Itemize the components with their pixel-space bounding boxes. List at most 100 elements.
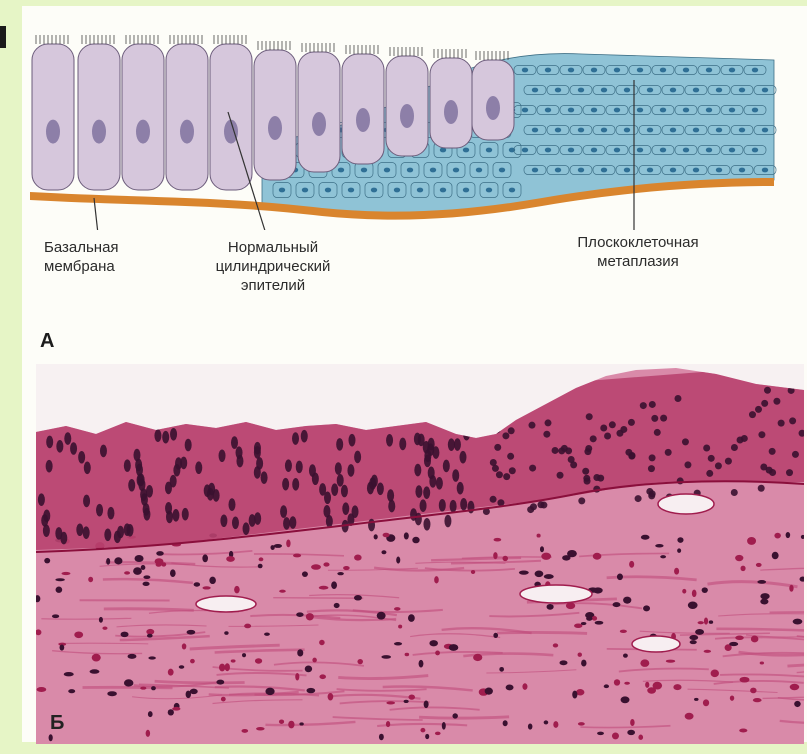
epithelial-nucleus [100,445,107,458]
stroma-cell-nucleus [435,650,440,655]
stroma-cell-nucleus [179,665,185,669]
epithelial-nucleus [773,398,780,405]
stroma-cell-nucleus [794,701,800,707]
epithelial-nucleus [107,507,114,520]
squamous-cell-nucleus [670,168,676,173]
stroma-cell-nucleus [274,544,282,548]
stroma-cell-nucleus [578,722,585,726]
epithelial-nucleus [399,438,406,451]
epithelial-nucleus [319,483,326,496]
stroma-cell-nucleus [641,535,650,540]
epithelial-nucleus [703,444,710,451]
stroma-cell-nucleus [328,693,334,701]
stroma-cell-nucleus [704,650,711,653]
stroma-cell-nucleus [44,558,50,564]
stroma-cell-nucleus [404,700,409,703]
epithelial-nucleus [301,430,308,443]
stroma-cell-nucleus [741,566,746,572]
squamous-cell-nucleus [486,148,492,153]
stroma-cell-nucleus [60,645,65,651]
epithelial-nucleus [289,516,296,529]
stroma-cell-nucleus [133,567,142,575]
vessel-lumen [196,596,256,612]
squamous-cell-nucleus [729,148,735,153]
stroma-cell-nucleus [689,635,698,640]
epithelial-nucleus [46,460,53,473]
epithelial-nucleus [415,485,422,498]
squamous-cell-nucleus [463,148,469,153]
epithelial-nucleus [660,415,667,422]
epithelial-nucleus [537,501,544,508]
epithelial-nucleus [731,444,738,451]
squamous-cell-nucleus [568,68,574,73]
stroma-cell-nucleus [485,688,493,695]
epithelial-nucleus [38,493,45,506]
stroma-cell-nucleus [102,626,107,629]
epithelial-nucleus [789,417,796,424]
epithelial-nucleus [457,482,464,495]
stroma-cell-nucleus [357,659,363,664]
squamous-cell-nucleus [660,148,666,153]
squamous-cell-nucleus [532,168,538,173]
squamous-cell-nucleus [417,188,423,193]
stroma-cell-nucleus [107,691,117,696]
stroma-cell-nucleus [381,655,391,659]
stroma-cell-nucleus [774,533,781,539]
stroma-cell-nucleus [377,612,386,620]
stroma-cell-nucleus [295,673,299,680]
stroma-cell-nucleus [297,649,303,656]
squamous-cell-nucleus [762,128,768,133]
stroma-cell-nucleus [90,669,100,674]
stroma-cell-nucleus [99,617,103,623]
stroma-cell-nucleus [704,618,708,625]
stroma-cell-nucleus [354,554,361,560]
stroma-cell-nucleus [156,563,162,567]
epithelial-nucleus [256,457,263,470]
epithelial-nucleus [758,485,765,492]
squamous-cell-nucleus [555,128,561,133]
collagen-fiber [104,609,194,611]
epithelial-nucleus [219,449,226,462]
epithelial-nucleus [204,484,211,497]
stroma-cell-nucleus [405,653,410,656]
columnar-cell-nucleus [400,104,414,128]
label-squamous-metaplasia: Плоскоклеточная метаплазия [548,233,728,271]
stroma-cell-nucleus [685,713,694,720]
squamous-cell-nucleus [693,168,699,173]
epithelial-nucleus [285,459,292,472]
stroma-cell-nucleus [703,699,709,706]
stroma-cell-nucleus [502,556,508,561]
squamous-cell-nucleus [637,68,643,73]
squamous-cell-nucleus [614,108,620,113]
stroma-cell-nucleus [302,571,308,577]
squamous-cell-nucleus [739,168,745,173]
stroma-cell-nucleus [343,566,350,570]
stroma-cell-nucleus [586,616,592,620]
stroma-cell-nucleus [592,616,597,621]
stroma-cell-nucleus [323,562,329,566]
stroma-cell-nucleus [677,548,681,553]
squamous-cell-nucleus [706,68,712,73]
stroma-cell-nucleus [106,558,110,565]
columnar-cell-nucleus [46,120,60,144]
stroma-cell-nucleus [506,684,514,690]
stroma-cell-nucleus [544,720,549,724]
squamous-cell-nucleus [578,128,584,133]
epithelial-nucleus [341,485,348,498]
stroma-cell-nucleus [674,568,679,575]
vessel-lumen [520,585,592,603]
squamous-cell-nucleus [752,108,758,113]
epithelial-nucleus [651,415,658,422]
epithelial-nucleus [104,529,111,542]
epithelial-nucleus [84,462,91,475]
collagen-fiber [419,717,509,718]
epithelial-nucleus [232,516,239,529]
epithelial-nucleus [649,401,656,408]
stroma-cell-nucleus [331,581,337,589]
epithelial-nucleus [507,453,514,460]
stroma-cell-nucleus [264,633,270,636]
epithelial-nucleus [444,515,451,528]
epithelial-nucleus [496,471,503,478]
stroma-cell-nucleus [553,643,558,647]
